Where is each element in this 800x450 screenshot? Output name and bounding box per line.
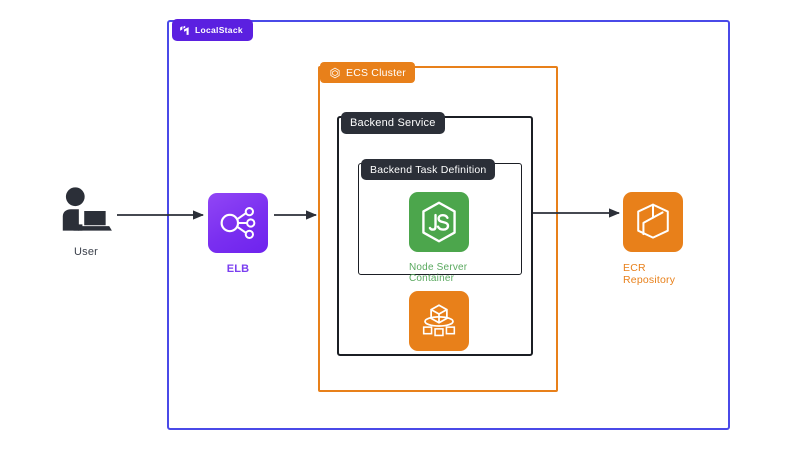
- ecs-cluster-boundary: [318, 66, 558, 392]
- ecr-tile: [623, 192, 683, 252]
- task-definition-badge: Backend Task Definition: [361, 159, 496, 180]
- ecs-task-tile: [409, 291, 469, 351]
- backend-service-label-text: Backend Service: [350, 117, 436, 129]
- task-definition-label-text: Backend Task Definition: [370, 163, 487, 176]
- nodejs-js-hexagon-icon: [422, 201, 456, 243]
- elb-caption: ELB: [226, 263, 250, 275]
- ecr-caption: ECR Repository: [623, 262, 676, 286]
- localstack-label-text: LocalStack: [195, 25, 243, 35]
- aws-ecr-box-icon: [637, 203, 669, 239]
- node-node-server-container[interactable]: Node Server Container: [409, 192, 469, 284]
- node-ecr-repository[interactable]: ECR Repository: [623, 192, 683, 286]
- node-elb[interactable]: ELB: [208, 193, 268, 275]
- ecs-cluster-badge: ECS Cluster: [320, 62, 415, 83]
- aws-ecs-cube-icon: [422, 304, 456, 337]
- node-server-tile: [409, 192, 469, 252]
- user-with-laptop-icon: [62, 187, 112, 231]
- node-user[interactable]: User: [46, 186, 126, 258]
- ecs-cluster-hex-icon: [330, 67, 340, 78]
- elb-tile: [208, 193, 268, 253]
- node-ecs-task[interactable]: [409, 291, 469, 361]
- localstack-boundary: [167, 20, 730, 430]
- localstack-badge: LocalStack: [172, 19, 253, 41]
- user-caption: User: [73, 246, 99, 258]
- elastic-load-balancer-icon: [220, 207, 256, 239]
- node-server-caption: Node Server Container: [409, 262, 468, 284]
- ecs-cluster-label-text: ECS Cluster: [346, 66, 406, 79]
- localstack-logo-icon: [180, 25, 189, 35]
- backend-service-badge: Backend Service: [341, 112, 445, 134]
